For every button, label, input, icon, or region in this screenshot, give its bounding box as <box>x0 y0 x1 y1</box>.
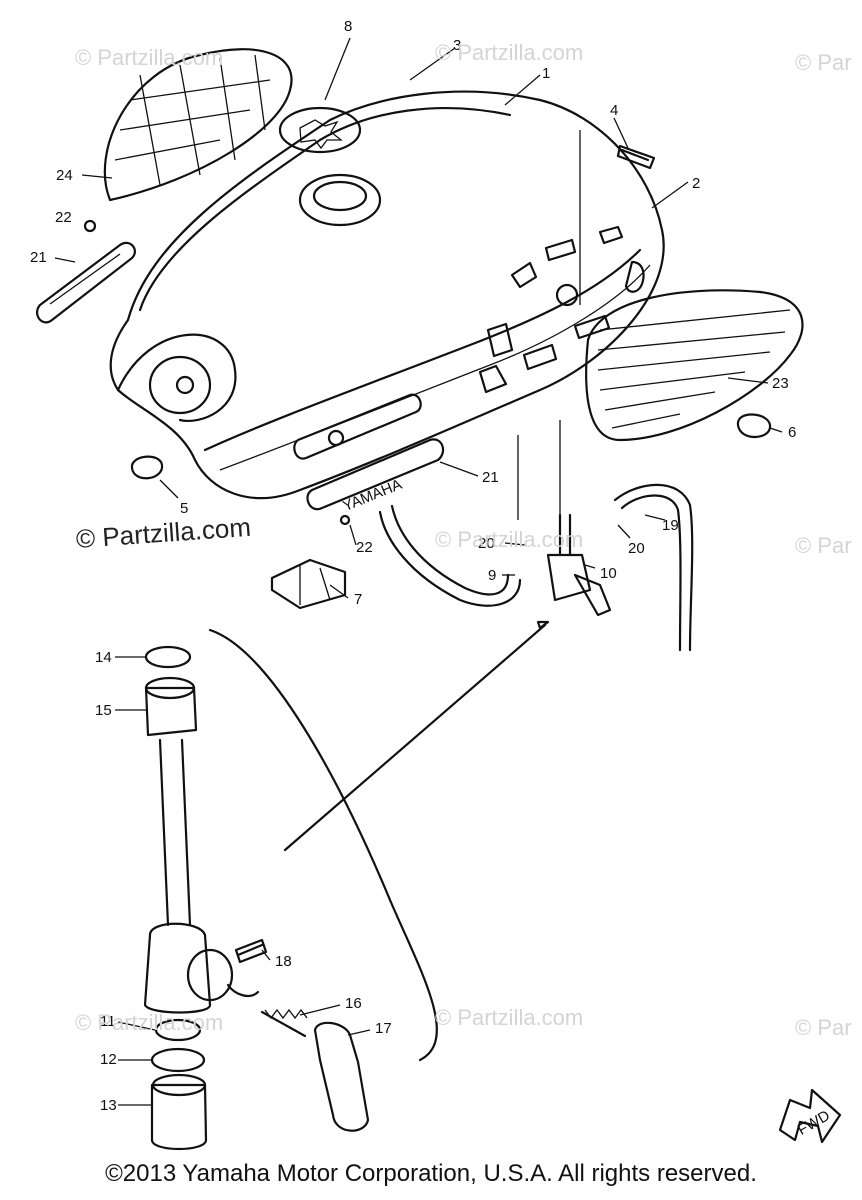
callout-9: 9 <box>488 567 496 584</box>
watermark: © Par <box>795 533 852 558</box>
fuel-cap[interactable] <box>278 106 362 154</box>
callout-13: 13 <box>100 1097 117 1114</box>
callout-2: 2 <box>692 175 700 192</box>
bolt-4[interactable] <box>616 144 656 170</box>
watermark: © Partzilla.com <box>75 45 224 70</box>
fuel-cock-exploded <box>143 620 550 1150</box>
callout-24: 24 <box>56 167 73 184</box>
fuel-cock-10[interactable] <box>546 513 612 617</box>
watermark: © Partzilla.com <box>75 1010 224 1035</box>
callout-23: 23 <box>772 375 789 392</box>
callout-10: 10 <box>600 565 617 582</box>
callout-16: 16 <box>345 995 362 1012</box>
callout-11: 11 <box>100 1013 116 1030</box>
callout-3: 3 <box>453 37 461 54</box>
copyright-notice: ©2013 Yamaha Motor Corporation, U.S.A. A… <box>105 1160 757 1187</box>
damper-6[interactable] <box>736 413 772 439</box>
watermark: © Partzilla.com <box>435 40 584 65</box>
fuel-pipe-9[interactable] <box>378 504 522 607</box>
clip-7[interactable] <box>270 558 347 610</box>
screw-22-lower[interactable] <box>339 514 351 526</box>
callout-12: 12 <box>100 1051 117 1068</box>
callout-7: 7 <box>354 591 362 608</box>
damper-5[interactable] <box>130 455 164 480</box>
callout-1: 1 <box>542 65 550 82</box>
emblem-lower[interactable]: YAMAHA <box>306 438 445 515</box>
callout-18: 18 <box>275 953 292 970</box>
callout-20-left: 20 <box>478 535 495 552</box>
left-knee-grille[interactable] <box>103 48 293 202</box>
callout-22-upper: 22 <box>55 209 72 226</box>
callout-19: 19 <box>662 517 679 534</box>
callouts: 1 2 3 4 5 6 7 8 9 10 11 12 13 14 15 16 1… <box>30 18 796 1114</box>
fwd-arrow-icon: FWD <box>778 1088 842 1144</box>
callout-22-lower: 22 <box>356 539 373 556</box>
callout-17: 17 <box>375 1020 392 1037</box>
emblem-plate <box>293 393 422 460</box>
fuel-tank[interactable] <box>109 90 665 520</box>
callout-5: 5 <box>180 500 188 517</box>
fuel-pipe-19[interactable] <box>613 483 694 652</box>
callout-20-right: 20 <box>628 540 645 557</box>
screw-22-upper[interactable] <box>83 219 97 233</box>
callout-15: 15 <box>95 702 112 719</box>
callout-8: 8 <box>344 18 352 35</box>
watermark: © Par <box>795 1015 852 1040</box>
watermark: © Partzilla.com <box>435 1005 584 1030</box>
leader-lines <box>54 37 783 1106</box>
watermark: © Par <box>795 50 852 75</box>
callout-14: 14 <box>95 649 112 666</box>
callout-4: 4 <box>610 102 618 119</box>
emblem-upper <box>36 241 136 324</box>
tank-emblem-text: YAMAHA <box>340 476 404 515</box>
callout-6: 6 <box>788 424 796 441</box>
callout-21-upper: 21 <box>30 249 47 266</box>
filler-neck <box>298 173 382 227</box>
right-knee-grille[interactable] <box>585 289 804 442</box>
watermark: © Partzilla.com <box>435 527 584 552</box>
callout-21-lower: 21 <box>482 469 499 486</box>
